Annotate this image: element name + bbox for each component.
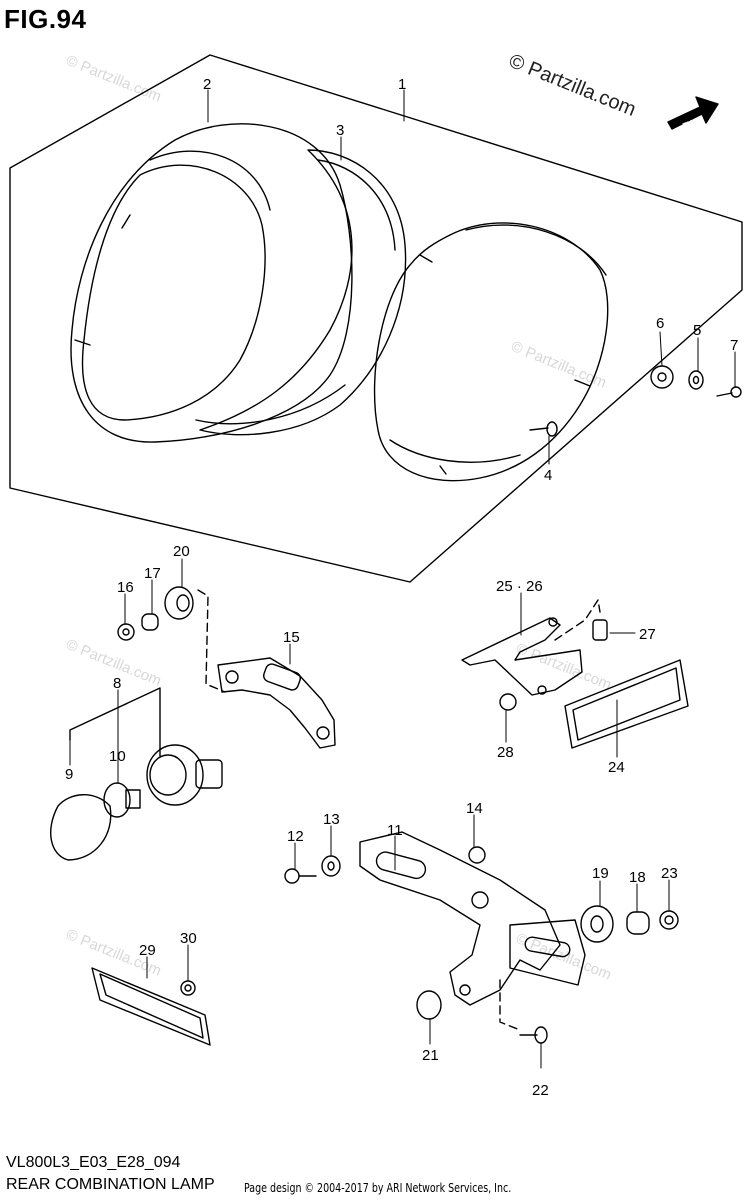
copyright-credit: Page design © 2004-2017 by ARI Network S… bbox=[244, 1181, 512, 1195]
model-code: VL800L3_E03_E28_094 bbox=[6, 1154, 181, 1171]
callout-17: 17 bbox=[144, 565, 161, 582]
part-lens-frame bbox=[70, 123, 353, 443]
part-screw-7 bbox=[716, 386, 742, 398]
callout-11: 11 bbox=[387, 822, 403, 839]
part-nut-14 bbox=[468, 846, 486, 864]
part-nut-28 bbox=[499, 693, 517, 711]
part-grommet-20 bbox=[164, 586, 194, 620]
callout-19: 19 bbox=[592, 865, 609, 882]
leader-dashed bbox=[499, 979, 521, 1031]
callout-9: 9 bbox=[65, 766, 73, 783]
part-bracket-25-26 bbox=[461, 617, 583, 696]
leader-dashed bbox=[197, 589, 226, 693]
callout-4: 4 bbox=[544, 467, 552, 484]
part-screw-12 bbox=[284, 868, 317, 884]
callout-14: 14 bbox=[466, 800, 483, 817]
callout-10: 10 bbox=[109, 748, 126, 765]
leader-8 bbox=[69, 687, 161, 757]
leader-dashed bbox=[554, 599, 601, 641]
part-bolt-27 bbox=[592, 619, 608, 641]
part-nut-16 bbox=[117, 623, 135, 641]
callout-7: 7 bbox=[730, 337, 738, 354]
fwd-arrow-icon: FWD bbox=[667, 96, 719, 131]
callout-20: 20 bbox=[173, 543, 190, 560]
part-socket-8 bbox=[146, 744, 223, 806]
figure-title: FIG.94 bbox=[4, 4, 87, 34]
callout-23: 23 bbox=[661, 865, 678, 882]
callout-25-26: 25 · 26 bbox=[496, 578, 543, 595]
callout-30: 30 bbox=[180, 930, 197, 947]
callout-6: 6 bbox=[656, 315, 664, 332]
callout-16: 16 bbox=[117, 579, 134, 596]
callout-24: 24 bbox=[608, 759, 625, 776]
part-cap-21 bbox=[416, 990, 442, 1020]
part-nut-23 bbox=[659, 910, 679, 930]
callout-1: 1 bbox=[398, 76, 406, 93]
part-bracket-15 bbox=[217, 657, 336, 749]
callout-12: 12 bbox=[287, 828, 304, 845]
callout-3: 3 bbox=[336, 122, 344, 139]
callout-18: 18 bbox=[629, 869, 646, 886]
callout-13: 13 bbox=[323, 811, 340, 828]
callout-27: 27 bbox=[639, 626, 656, 643]
callout-labels: 1 2 3 4 5 6 7 8 9 10 11 12 13 14 15 16 1… bbox=[65, 76, 738, 1099]
part-gasket bbox=[195, 149, 407, 436]
part-bulb-10 bbox=[103, 782, 141, 818]
callout-29: 29 bbox=[139, 942, 156, 959]
part-screw-4 bbox=[529, 421, 558, 437]
part-lens-9 bbox=[50, 794, 112, 861]
callout-15: 15 bbox=[283, 629, 300, 646]
part-plate-bracket-11 bbox=[359, 831, 586, 1006]
callout-21: 21 bbox=[422, 1047, 439, 1064]
callout-2: 2 bbox=[203, 76, 211, 93]
callout-8: 8 bbox=[113, 675, 121, 692]
diagram-caption: REAR COMBINATION LAMP bbox=[6, 1176, 215, 1193]
callout-28: 28 bbox=[497, 744, 514, 761]
callout-5: 5 bbox=[693, 322, 701, 339]
part-reflector-29 bbox=[91, 967, 211, 1046]
part-grommet-19 bbox=[580, 905, 614, 943]
part-screw-22 bbox=[519, 1026, 548, 1044]
part-lamp-housing bbox=[373, 222, 609, 482]
part-grommet-6 bbox=[650, 365, 674, 389]
part-spacer-18 bbox=[626, 911, 650, 935]
part-washer-13 bbox=[321, 855, 341, 877]
leader-lines bbox=[69, 89, 736, 1069]
part-washer-5 bbox=[688, 370, 704, 390]
part-spacer-17 bbox=[141, 613, 159, 631]
part-nut-30 bbox=[180, 980, 196, 996]
assembly-box bbox=[9, 54, 743, 583]
callout-22: 22 bbox=[532, 1082, 549, 1099]
part-reflector-24 bbox=[564, 659, 689, 749]
